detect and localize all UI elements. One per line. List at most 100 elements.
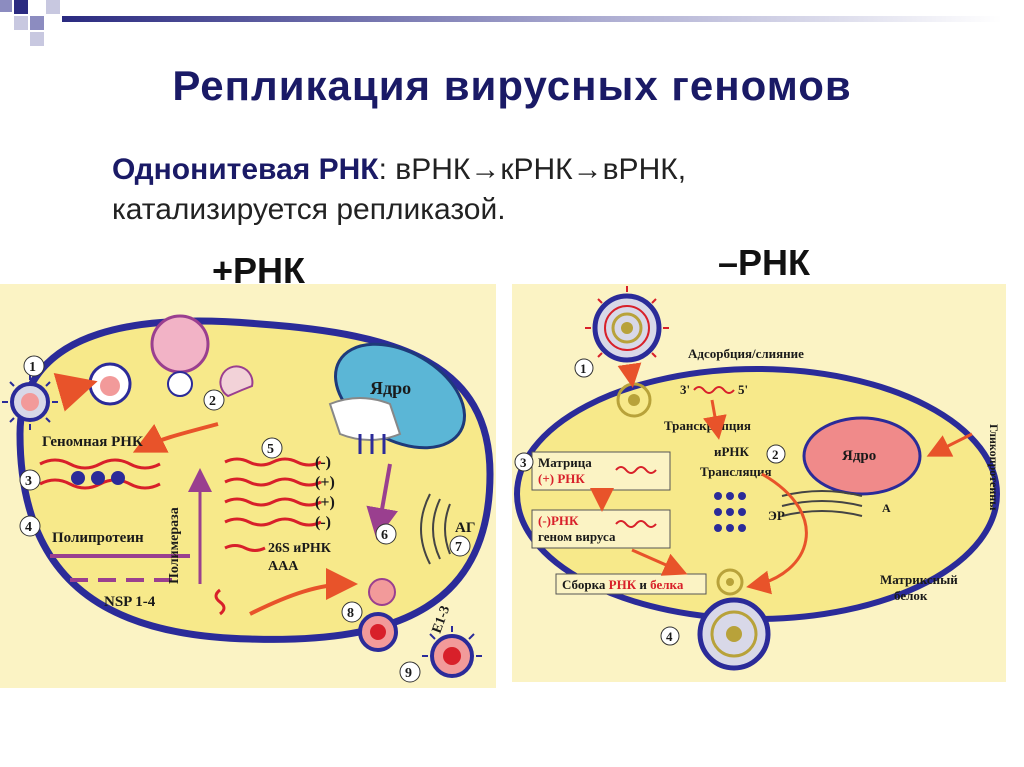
rna-type: Однонитевая РНК xyxy=(112,153,379,186)
corner-decoration xyxy=(0,0,1002,46)
step-3: 3 xyxy=(19,469,41,491)
step-7: 7 xyxy=(449,535,471,557)
golgi-label: АГ xyxy=(455,520,475,536)
virion-budding xyxy=(697,597,771,671)
svg-text:3: 3 xyxy=(520,455,527,470)
strand-plus-1: (+) xyxy=(315,474,335,491)
strand-plus-2: (+) xyxy=(315,494,335,511)
adsorption-label: Адсорбция/слияние xyxy=(688,346,804,361)
golgi-label: А xyxy=(882,501,891,515)
nucleus-label: Ядро xyxy=(370,378,411,398)
replication-strands xyxy=(224,457,322,552)
step-1: 1 xyxy=(574,358,594,378)
virion-budding xyxy=(358,612,398,652)
mrna-label: 26S иРНК xyxy=(268,541,332,556)
step-2: 2 xyxy=(766,444,786,464)
antigenome-rna xyxy=(615,466,657,474)
nsp-label: NSP 1-4 xyxy=(104,594,156,610)
genomic-rna xyxy=(39,458,161,470)
step-5: 5 xyxy=(261,437,283,459)
svg-text:5: 5 xyxy=(267,442,274,457)
arrow-protein xyxy=(746,472,808,595)
genome-label: геном вируса xyxy=(538,529,616,544)
endosome-virion xyxy=(100,376,120,396)
virion-adsorbing xyxy=(585,286,669,363)
vesicle xyxy=(150,314,210,374)
replication-scheme: вРНК→кРНК→вРНК, xyxy=(386,153,687,186)
arrow-release xyxy=(132,422,219,453)
arrow-assembly xyxy=(249,568,358,616)
progeny-genome xyxy=(615,520,657,528)
three-prime-label: 3' xyxy=(680,382,690,397)
minus-rna-diagram: Ядро Адсорбция/слияние 3' 5' Транскрипци… xyxy=(512,284,1006,682)
polyprotein-label: Полипротеин xyxy=(52,530,144,546)
step-6: 6 xyxy=(375,523,397,545)
svg-text:7: 7 xyxy=(455,540,462,555)
nucleus xyxy=(802,416,922,496)
assembly-box xyxy=(555,573,707,595)
genome-box xyxy=(531,509,671,549)
genomic-rna-label: Геномная РНК xyxy=(42,434,143,450)
arrow-transport xyxy=(366,463,398,540)
virion-1 xyxy=(2,374,58,430)
step-4: 4 xyxy=(660,626,680,646)
svg-text:4: 4 xyxy=(666,629,673,644)
arrow-glycoproteins xyxy=(926,432,973,457)
step-8: 8 xyxy=(341,601,363,623)
step-1: 1 xyxy=(23,355,45,377)
five-prime-label: 5' xyxy=(738,382,748,397)
svg-text:4: 4 xyxy=(25,520,32,535)
virion-released xyxy=(422,626,482,678)
page-title: Репликация вирусных геномов xyxy=(172,62,852,109)
svg-text:6: 6 xyxy=(381,528,388,543)
svg-text:3: 3 xyxy=(25,474,32,489)
strand-minus-2: (-) xyxy=(315,514,331,531)
subtitle-line2: катализируется репликазой. xyxy=(112,193,506,226)
mrna-label: иРНК xyxy=(714,444,750,459)
glycoproteins-label: Гликопротеины xyxy=(987,424,1001,511)
svg-text:2: 2 xyxy=(772,447,779,462)
minus-rna-heading: –РНК xyxy=(718,242,811,283)
subtitle: Однонитевая РНК: вРНК→кРНК→вРНК, катализ… xyxy=(112,150,1012,230)
step-9: 9 xyxy=(399,661,421,683)
arrow-entry xyxy=(617,362,642,388)
ribosomes xyxy=(714,492,746,532)
er-label: ЭР xyxy=(768,508,785,523)
polya-label: AAA xyxy=(268,559,299,574)
plus-rna-label: (+) РНК xyxy=(538,471,585,486)
assembly-label: Сборка РНК и белка xyxy=(562,577,684,592)
svg-text:2: 2 xyxy=(209,394,216,409)
arrow-entry xyxy=(53,373,98,412)
svg-text:1: 1 xyxy=(29,360,36,375)
subtitle-sep: : xyxy=(378,153,387,186)
endoplasmic-reticulum xyxy=(328,397,402,441)
golgi-apparatus xyxy=(420,493,451,565)
arrow-transcription xyxy=(703,399,727,440)
polymerase-label: Полимераза xyxy=(167,507,182,584)
svg-text:9: 9 xyxy=(405,666,412,681)
vesicle-core xyxy=(167,371,193,397)
step-2: 2 xyxy=(203,389,225,411)
step-3: 3 xyxy=(514,452,534,472)
assembling-nucleocapsid xyxy=(716,568,744,596)
step-4: 4 xyxy=(19,515,41,537)
plus-rna-diagram: Ядро Геномная РНК Полипротеин NSP 1-4 По… xyxy=(0,284,496,688)
transcription-label: Транскрипция xyxy=(664,418,751,433)
virion-assembling xyxy=(368,578,396,606)
svg-text:1: 1 xyxy=(580,361,587,376)
uncoating xyxy=(219,365,254,398)
progeny-rna xyxy=(214,588,226,616)
ribosomes xyxy=(71,471,125,485)
genome-rna xyxy=(693,386,735,394)
arrow-assembly xyxy=(631,548,688,576)
matrix-protein-label-1: Матриксный xyxy=(880,572,958,587)
strand-minus-1: (-) xyxy=(315,454,331,471)
step-markers: 1 2 3 4 5 6 7 8 9 xyxy=(19,355,471,683)
nucleus-label: Ядро xyxy=(842,448,876,464)
translation-label: Трансляция xyxy=(700,464,772,479)
membrane-glycoproteins xyxy=(358,434,386,454)
matrix-protein-label-2: белок xyxy=(894,588,928,603)
minus-rna-label: (-)РНК xyxy=(538,513,579,528)
matrix-label: Матрица xyxy=(538,455,592,470)
svg-text:8: 8 xyxy=(347,606,354,621)
